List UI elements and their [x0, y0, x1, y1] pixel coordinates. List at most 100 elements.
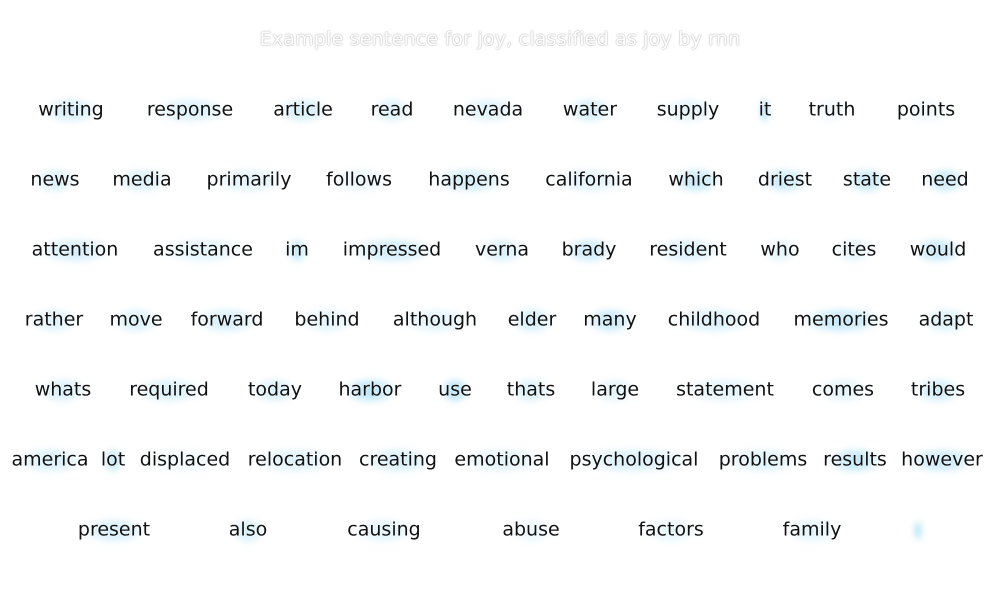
word-label: which [668, 168, 724, 191]
word-label: creating [358, 448, 438, 471]
word-label: also [228, 518, 268, 541]
word-label: abuse [502, 518, 560, 541]
word-label: nevada [452, 98, 524, 121]
page-title: Example sentence for joy, classified as … [259, 28, 741, 50]
word-token: america [11, 447, 89, 473]
word-label: large [590, 378, 640, 401]
word-label: emotional [454, 448, 550, 471]
word-label: response [146, 98, 234, 121]
word-token: forward [190, 307, 264, 333]
word-token: who [760, 237, 800, 263]
word-token: today [247, 377, 303, 403]
word-label: who [760, 238, 800, 261]
word-token: statement [676, 377, 774, 403]
word-label: family [782, 518, 842, 541]
word-token: nevada [452, 97, 524, 123]
word-label: thats [506, 378, 556, 401]
word-label: media [112, 168, 172, 191]
word-label: need [921, 168, 969, 191]
word-label: forward [190, 308, 264, 331]
word-token: impressed [343, 237, 441, 263]
word-label: move [109, 308, 163, 331]
word-label: writing [38, 98, 104, 121]
word-label: happens [428, 168, 510, 191]
word-token: resident [649, 237, 727, 263]
word-label: tribes [910, 378, 966, 401]
word-label: behind [294, 308, 360, 331]
word-token: attention [32, 237, 118, 263]
word-label: whats [34, 378, 92, 401]
word-label: psychological [569, 448, 699, 471]
word-label: causing [347, 518, 421, 541]
word-token: use [438, 377, 472, 403]
word-label: california [545, 168, 633, 191]
word-token: also [228, 517, 268, 543]
word-label: supply [656, 98, 720, 121]
word-label: assistance [153, 238, 253, 261]
word-label: america [11, 448, 89, 471]
word-label: resident [649, 238, 727, 261]
word-token: however [901, 447, 983, 473]
word-token: results [823, 447, 887, 473]
word-label: required [129, 378, 209, 401]
word-token: emotional [454, 447, 550, 473]
word-token: follows [326, 167, 392, 193]
word-token: state [842, 167, 892, 193]
word-label: today [247, 378, 303, 401]
word-token: many [583, 307, 637, 333]
word-label: childhood [667, 308, 761, 331]
word-token: adapt [918, 307, 974, 333]
word-token: although [393, 307, 477, 333]
word-token: points [896, 97, 956, 123]
word-label: cites [831, 238, 877, 261]
word-token: behind [294, 307, 360, 333]
word-label: im [285, 238, 309, 261]
word-label: memories [793, 308, 889, 331]
word-label: brady [561, 238, 617, 261]
word-token: move [109, 307, 163, 333]
word-token: comes [811, 377, 875, 403]
word-token: childhood [667, 307, 761, 333]
word-label: would [909, 238, 967, 261]
word-label: driest [757, 168, 813, 191]
word-label [915, 519, 921, 538]
word-token: news [30, 167, 80, 193]
word-token [913, 519, 923, 542]
word-label: points [896, 98, 956, 121]
word-label: water [562, 98, 618, 121]
word-label: lot [100, 448, 126, 471]
word-token: memories [793, 307, 889, 333]
word-label: comes [811, 378, 875, 401]
word-label: follows [326, 168, 392, 191]
word-token: driest [757, 167, 813, 193]
word-token: rather [24, 307, 84, 333]
word-label: news [30, 168, 80, 191]
word-token: tribes [910, 377, 966, 403]
word-label: results [823, 448, 887, 471]
word-token: displaced [139, 447, 231, 473]
word-token: read [371, 97, 413, 123]
word-token: factors [638, 517, 704, 543]
word-label: state [842, 168, 892, 191]
word-token: verna [474, 237, 530, 263]
word-label: however [901, 448, 983, 471]
word-label: rather [24, 308, 84, 331]
word-label: verna [474, 238, 530, 261]
word-token: california [545, 167, 633, 193]
word-label: primarily [206, 168, 292, 191]
word-token: happens [428, 167, 510, 193]
word-token: brady [561, 237, 617, 263]
word-token: family [782, 517, 842, 543]
word-token: whats [34, 377, 92, 403]
word-token: abuse [502, 517, 560, 543]
word-token: water [562, 97, 618, 123]
word-label: adapt [918, 308, 974, 331]
word-token: supply [656, 97, 720, 123]
word-label: displaced [139, 448, 231, 471]
word-token: relocation [248, 447, 342, 473]
word-label: statement [676, 378, 774, 401]
word-token: response [146, 97, 234, 123]
word-token: need [921, 167, 969, 193]
word-token: lot [100, 447, 126, 473]
